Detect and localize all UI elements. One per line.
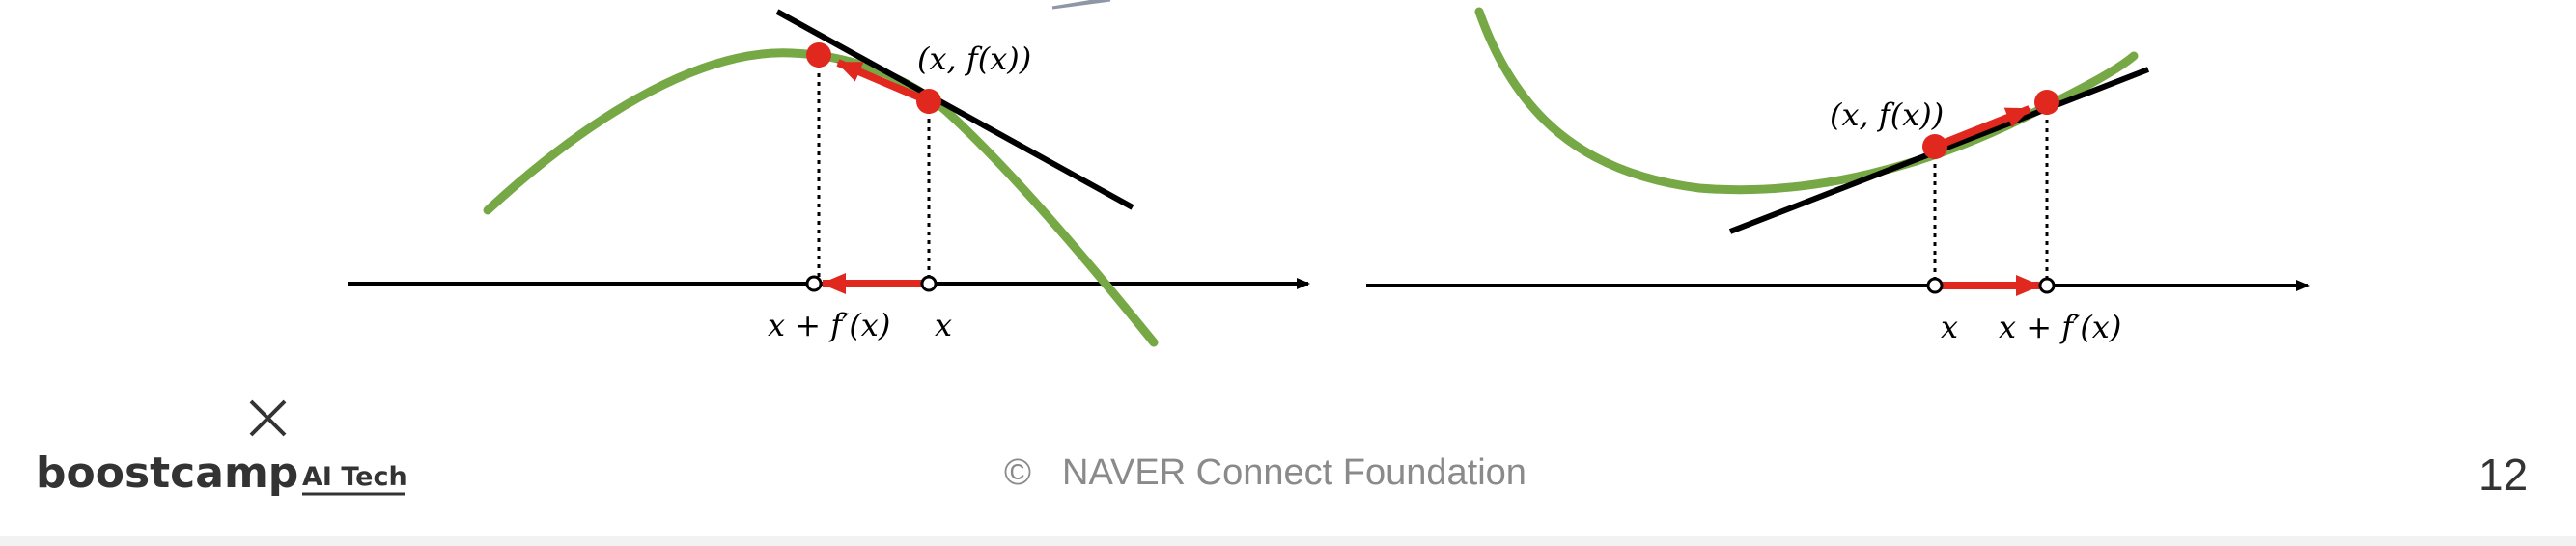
left-point-x xyxy=(916,89,941,114)
logo-wordmark: boostcamp xyxy=(36,449,298,498)
right-gradient-arrow xyxy=(1933,105,2031,150)
bottom-strip xyxy=(0,536,2576,546)
left-shifted-label: x + f′(x) xyxy=(768,307,890,343)
left-point-label: (x, f(x)) xyxy=(917,41,1031,77)
right-x-label: x xyxy=(1941,309,1958,345)
page-number: 12 xyxy=(2478,450,2528,500)
left-diagram: (x, f(x)) x + f′(x) x xyxy=(348,9,1310,347)
left-tangent-line xyxy=(775,9,1134,210)
left-x-label: x xyxy=(935,307,952,343)
right-curve xyxy=(1474,7,2139,195)
right-axis-circle-x xyxy=(1926,277,1944,294)
logo-tag: AI Tech xyxy=(302,462,407,492)
left-curve xyxy=(483,48,1159,347)
left-gradient-arrow xyxy=(836,59,931,105)
right-point-label: (x, f(x)) xyxy=(1830,96,1944,133)
left-point-shifted xyxy=(806,42,831,68)
right-diagram: (x, f(x)) x x + f′(x) xyxy=(1366,7,2310,345)
copyright-icon: © xyxy=(1004,452,1031,493)
left-axis-circle-shifted xyxy=(805,275,823,292)
copyright-text: NAVER Connect Foundation xyxy=(1062,452,1526,493)
footer: boostcamp AI Tech © NAVER Connect Founda… xyxy=(36,399,2528,500)
left-axis-circle-x xyxy=(920,275,938,292)
right-point-x xyxy=(1922,134,1947,159)
right-shifted-label: x + f′(x) xyxy=(1999,309,2121,345)
partial-arrow-shape xyxy=(1051,0,1111,10)
right-point-shifted xyxy=(2034,90,2059,115)
x-mark-icon xyxy=(249,399,287,437)
right-axis-circle-shifted xyxy=(2038,277,2056,294)
